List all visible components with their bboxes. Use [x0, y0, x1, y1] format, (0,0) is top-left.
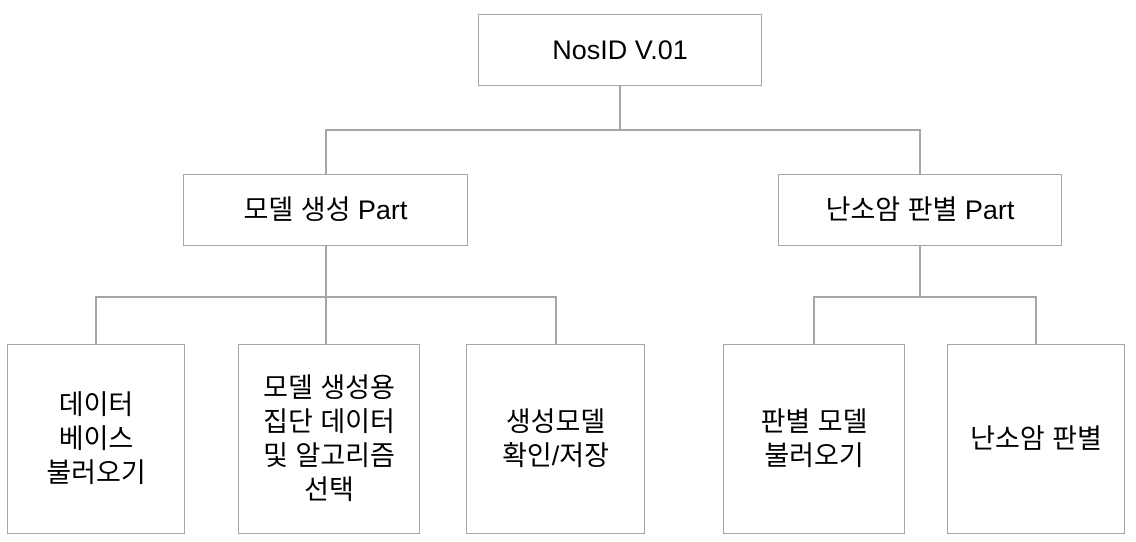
node-ovarian-cancer-discrimination: 난소암 판별	[947, 344, 1125, 534]
connector-right-group-stem	[919, 246, 921, 297]
connector-left-group-stem	[325, 246, 327, 344]
connector-right-branch-drop	[919, 129, 921, 174]
connector-judge-drop	[1035, 296, 1037, 344]
node-ovarian-cancer-discrimination-part: 난소암 판별 Part	[778, 174, 1062, 246]
connector-model-save-drop	[555, 296, 557, 344]
connector-database-drop	[95, 296, 97, 344]
node-generated-model-check-save-label: 생성모델 확인/저장	[502, 407, 609, 471]
node-model-creation-part: 모델 생성 Part	[183, 174, 468, 246]
node-ovarian-cancer-discrimination-label: 난소암 판별	[970, 424, 1102, 454]
node-nosid-root-label: NosID V.01	[552, 35, 688, 65]
connector-judge-model-drop	[813, 296, 815, 344]
node-discrimination-model-load: 판별 모델 불러오기	[723, 344, 905, 534]
node-nosid-root: NosID V.01	[478, 14, 762, 86]
node-ovarian-cancer-discrimination-part-label: 난소암 판별 Part	[825, 195, 1015, 225]
node-database-load: 데이터 베이스 불러오기	[7, 344, 185, 534]
node-group-data-algorithm-select-label: 모델 생성용 집단 데이터 및 알고리즘 선택	[263, 373, 395, 505]
connector-root-stem	[619, 86, 621, 130]
connector-level1-hbar	[325, 129, 920, 131]
connector-left-branch-drop	[325, 129, 327, 174]
node-generated-model-check-save: 생성모델 확인/저장	[466, 344, 645, 534]
node-model-creation-part-label: 모델 생성 Part	[243, 195, 408, 225]
node-discrimination-model-load-label: 판별 모델 불러오기	[760, 407, 868, 471]
node-group-data-algorithm-select: 모델 생성용 집단 데이터 및 알고리즘 선택	[238, 344, 420, 534]
node-database-load-label: 데이터 베이스 불러오기	[46, 390, 146, 488]
connector-left-group-hbar	[95, 296, 556, 298]
connector-right-group-hbar	[813, 296, 1036, 298]
